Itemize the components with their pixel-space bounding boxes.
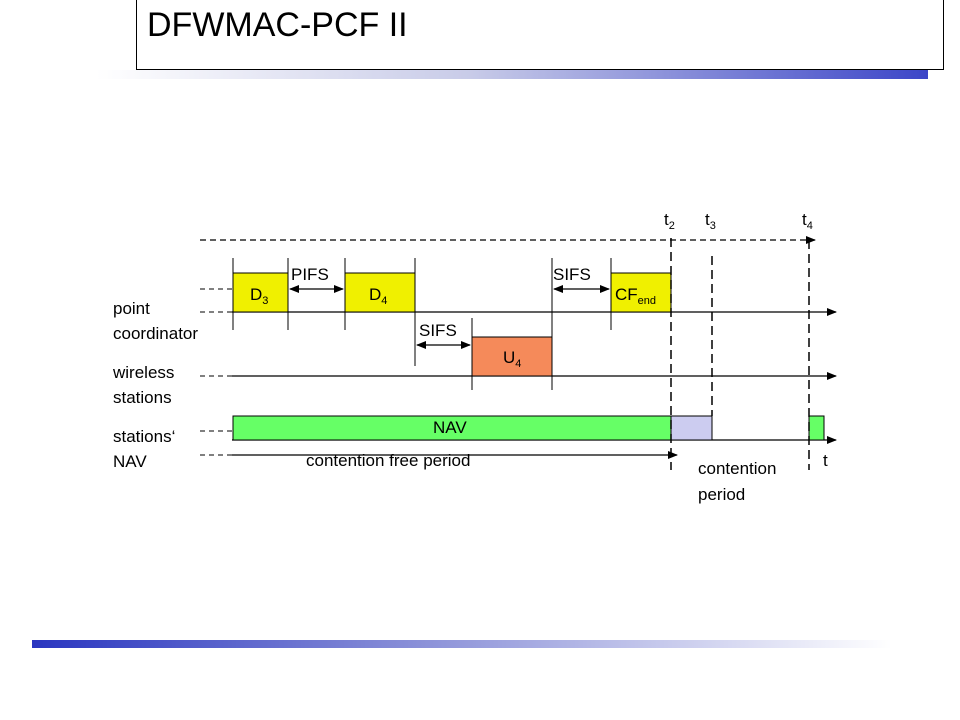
label-t2: t2	[664, 210, 675, 232]
row-label-nav: NAV	[113, 452, 147, 471]
page-title: DFWMAC-PCF II	[147, 6, 408, 44]
row-label-coordinator: coordinator	[113, 324, 198, 343]
frame-d3	[232, 272, 289, 313]
nav-small-green	[808, 415, 825, 441]
label-t3: t3	[705, 210, 716, 232]
label-sifs: SIFS	[419, 321, 457, 340]
nav-bar-label: NAV	[433, 418, 467, 437]
label-sifs: SIFS	[553, 265, 591, 284]
cp-label-line1: contention	[698, 459, 776, 478]
footer-gradient-bar	[32, 640, 892, 648]
row-label-point: point	[113, 299, 150, 318]
label-cfend: CFend	[615, 285, 656, 307]
label-t4: t4	[802, 210, 813, 232]
nav-bar	[232, 415, 672, 441]
label-u4: U4	[503, 348, 521, 370]
title-shadow-bar	[96, 70, 928, 79]
cfp-label: contention free period	[306, 451, 470, 470]
cp-label-line2: period	[698, 485, 745, 504]
row-label-wireless: wireless	[112, 363, 174, 382]
label-d3: D3	[250, 285, 268, 307]
row-label-stations: stations	[113, 388, 172, 407]
row-label-stations-nav: stations‘	[113, 427, 175, 446]
label-pifs: PIFS	[291, 265, 329, 284]
frame-cfend	[610, 272, 672, 313]
frame-u4	[471, 336, 553, 377]
label-d4: D4	[369, 285, 387, 307]
time-axis-label: t	[823, 451, 828, 470]
title-box: DFWMAC-PCF II	[136, 0, 944, 70]
nav-cp-lavender	[670, 415, 713, 441]
frame-d4	[344, 272, 416, 313]
